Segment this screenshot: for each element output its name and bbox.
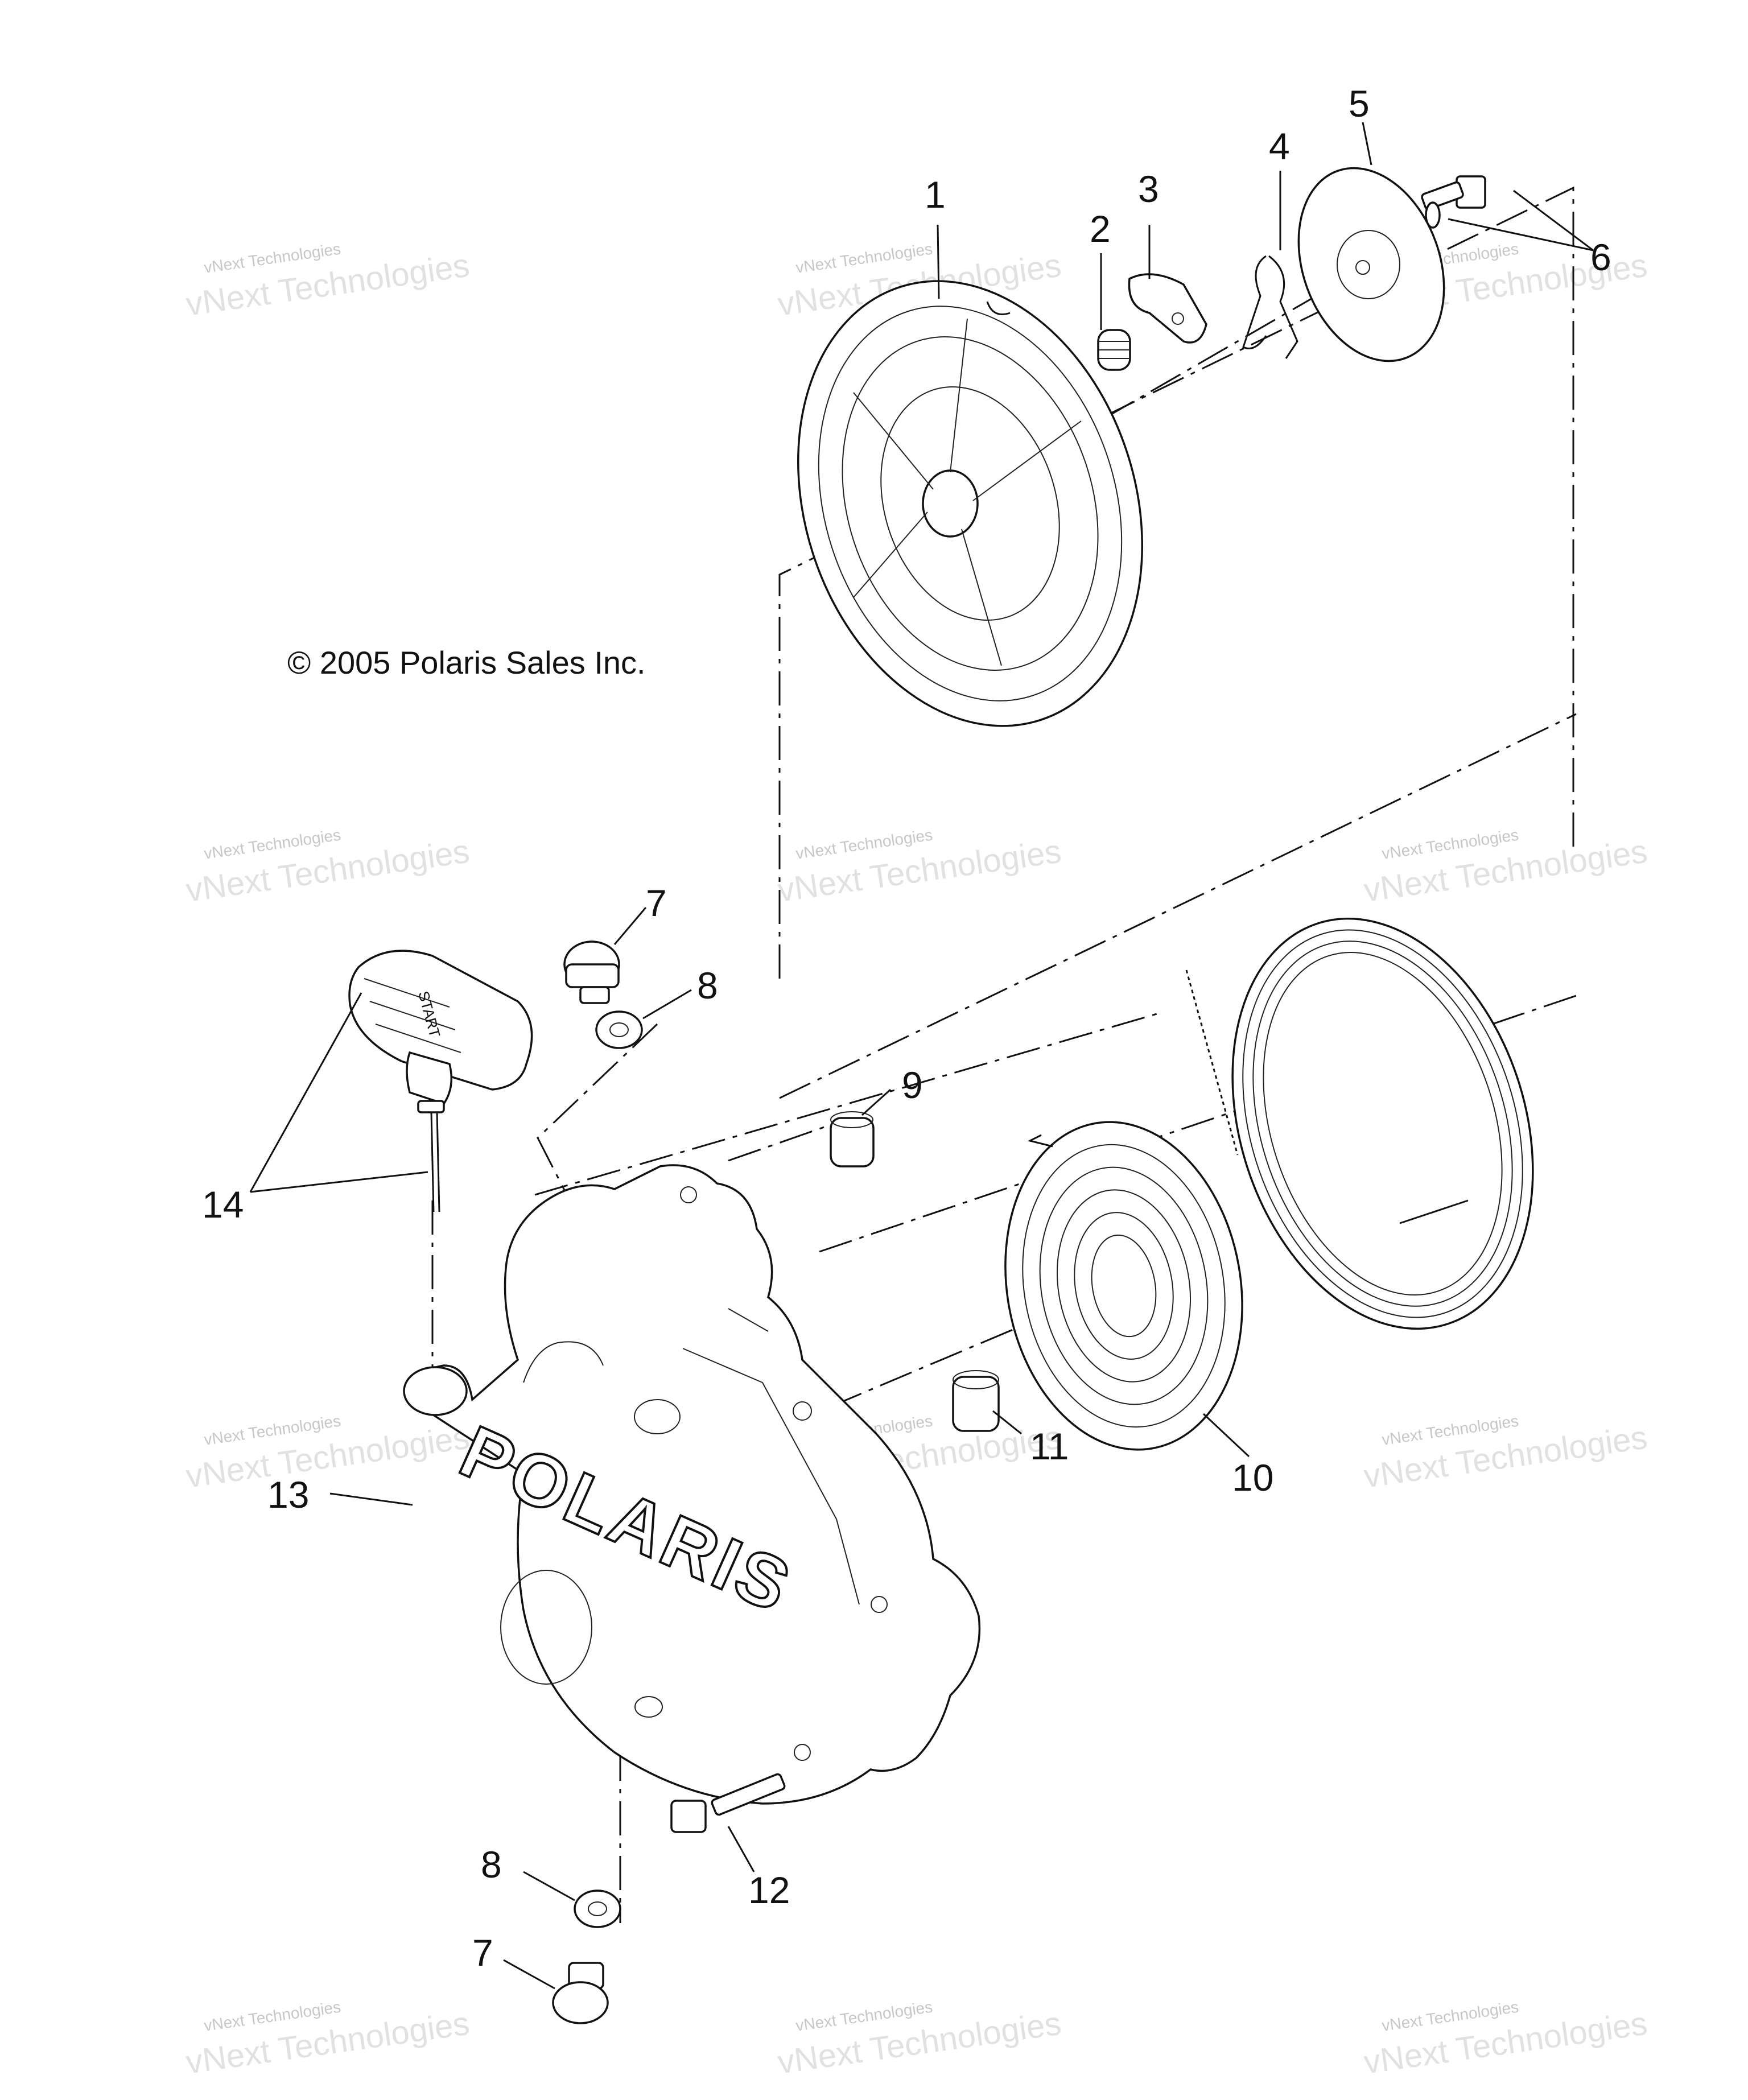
watermark: vNext Technologies vNext Technologies (1362, 1412, 1650, 1495)
callout-11: 11 (1030, 1425, 1069, 1467)
callout-5: 5 (1349, 82, 1370, 125)
callout-7-lower: 7 (472, 1932, 493, 1974)
copyright-text: © 2005 Polaris Sales Inc. (287, 645, 646, 680)
starter-rope-coil (1185, 917, 1534, 1330)
callout-14: 14 (202, 1183, 244, 1226)
callout-9: 9 (902, 1064, 923, 1106)
bushing-11 (952, 1370, 1000, 1432)
callout-8-lower: 8 (481, 1843, 502, 1886)
watermark: vNext Technologies vNext Technologies (1362, 1998, 1650, 2081)
watermark: vNext Technologies vNext Technologies (1362, 826, 1650, 909)
recoil-spring (1004, 1121, 1243, 1451)
watermark: vNext Technologies vNext Technologies (776, 1998, 1063, 2081)
callout-8: 8 (697, 964, 718, 1006)
housing-bolt (670, 1773, 786, 1833)
watermark: vNext Technologies vNext Technologies (184, 1998, 472, 2081)
callout-1: 1 (925, 174, 946, 216)
watermark: vNext Technologies vNext Technologies (776, 826, 1063, 909)
plug-7-upper (563, 940, 620, 1004)
bolt-and-washer (1421, 175, 1486, 229)
washer-8-lower (574, 1889, 621, 1928)
callout-4: 4 (1269, 125, 1290, 167)
callout-2: 2 (1090, 208, 1111, 250)
rope-pulley (797, 280, 1143, 727)
callout-6: 6 (1590, 236, 1611, 278)
watermark: vNext Technologies vNext Technologies (184, 826, 472, 909)
callout-13: 13 (267, 1474, 309, 1516)
spring-clip (1242, 255, 1298, 359)
callout-3: 3 (1138, 168, 1159, 210)
washer-8-upper (595, 1010, 643, 1049)
starter-handle: START (348, 950, 533, 1212)
leader-lines (249, 122, 1594, 1990)
callout-labels: 1 2 3 4 5 6 7 8 9 10 11 12 13 14 8 7 (202, 82, 1611, 1974)
cover-plate (1297, 167, 1445, 362)
callout-10: 10 (1232, 1457, 1273, 1499)
bushing-9 (830, 1111, 875, 1167)
starter-housing: POLARIS (403, 1164, 981, 1805)
callout-12: 12 (748, 1869, 790, 1911)
small-spring (1097, 329, 1131, 371)
watermark: vNext Technologies vNext Technologies (184, 240, 472, 323)
ratchet-pawl (1128, 273, 1207, 344)
plug-7-lower (552, 1962, 609, 2024)
callout-7: 7 (646, 882, 667, 924)
